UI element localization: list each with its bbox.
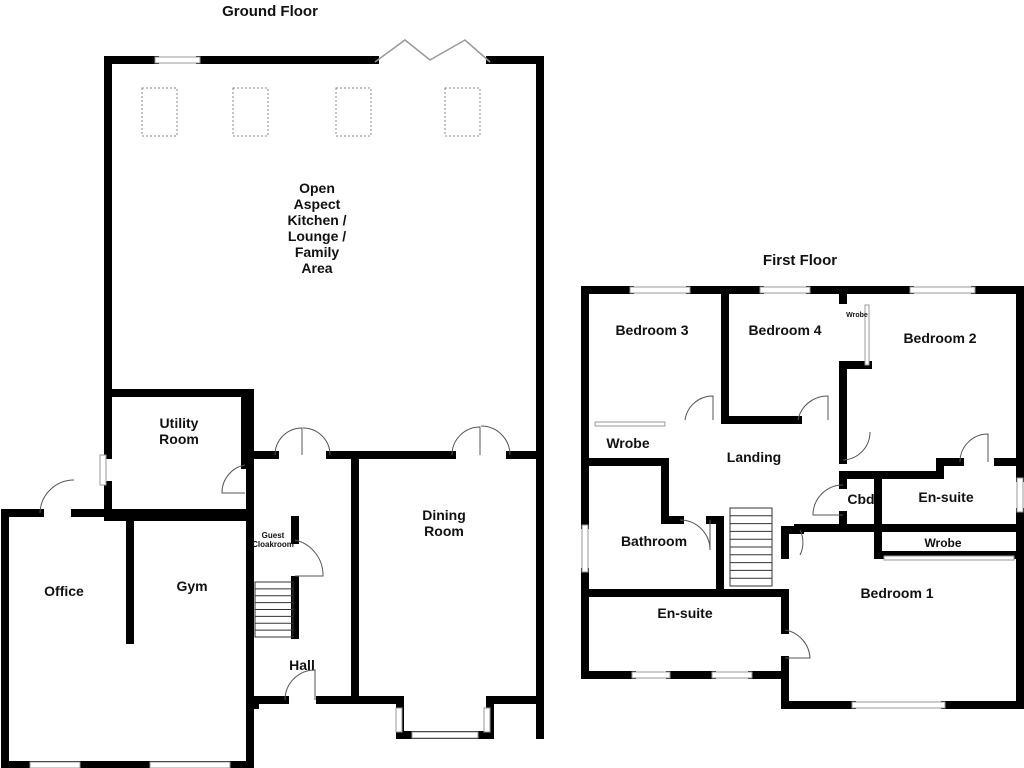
door-swing: [284, 669, 316, 701]
room-cupboard: Cbd: [847, 491, 875, 507]
room-bathroom: Bathroom: [620, 533, 688, 549]
room-hall: Hall: [289, 657, 315, 673]
window: [759, 286, 811, 294]
door-swing: [842, 431, 871, 461]
room-wrobe-bedroom-3: Wrobe: [606, 435, 650, 451]
window: [154, 56, 201, 64]
room-utility: Utility Room: [159, 415, 199, 447]
door-swing: [679, 519, 711, 551]
door-swing: [684, 395, 714, 421]
window: [629, 286, 691, 294]
window: [411, 731, 479, 739]
door-swing: [39, 479, 75, 514]
door-swing: [221, 464, 246, 494]
door-swing: [812, 484, 844, 516]
window: [581, 524, 589, 573]
room-office: Office: [44, 583, 84, 599]
bifold-door: [374, 39, 491, 63]
window: [29, 761, 81, 768]
room-gym: Gym: [176, 578, 208, 594]
skylight: [141, 87, 178, 137]
window: [395, 707, 403, 733]
room-bedroom-1: Bedroom 1: [860, 585, 934, 601]
room-guest-cloakroom: Guest Cloakroom: [252, 531, 294, 549]
room-dining: Dining Room: [422, 507, 466, 539]
room-bedroom-4: Bedroom 4: [748, 322, 822, 338]
door-swing: [480, 425, 511, 456]
door-swing: [784, 629, 811, 659]
first-floor-title: First Floor: [762, 252, 838, 269]
skylight: [335, 87, 372, 137]
ground-floor-title: Ground Floor: [222, 3, 318, 20]
wardrobe-door: [594, 421, 666, 427]
window: [483, 707, 491, 733]
door-swing: [451, 426, 481, 456]
wardrobe-door: [864, 304, 870, 366]
room-bedroom-3: Bedroom 3: [615, 322, 689, 338]
room-open-aspect: Open Aspect Kitchen / Lounge / Family Ar…: [287, 180, 347, 276]
door-swing: [959, 433, 989, 463]
room-bedroom-2: Bedroom 2: [903, 330, 977, 346]
window: [99, 454, 107, 486]
door-swing: [799, 529, 804, 556]
wardrobe-door: [883, 555, 1015, 561]
skylight: [232, 87, 269, 137]
window: [851, 701, 946, 709]
window: [631, 671, 671, 679]
window: [711, 671, 753, 679]
window: [149, 761, 231, 768]
door-swing: [797, 395, 829, 421]
door-swing: [294, 539, 324, 577]
door-swing: [302, 427, 331, 456]
room-wrobe-bedroom-1: Wrobe: [924, 536, 962, 550]
window: [1016, 477, 1024, 513]
room-wrobe-bedroom-2: Wrobe: [846, 312, 868, 319]
room-landing: Landing: [726, 449, 782, 465]
skylight: [444, 87, 481, 137]
door-swing: [274, 427, 303, 456]
room-en-suite-bedroom-1: En-suite: [657, 605, 713, 621]
window: [909, 286, 976, 294]
room-en-suite-bedroom-2: En-suite: [918, 489, 974, 505]
